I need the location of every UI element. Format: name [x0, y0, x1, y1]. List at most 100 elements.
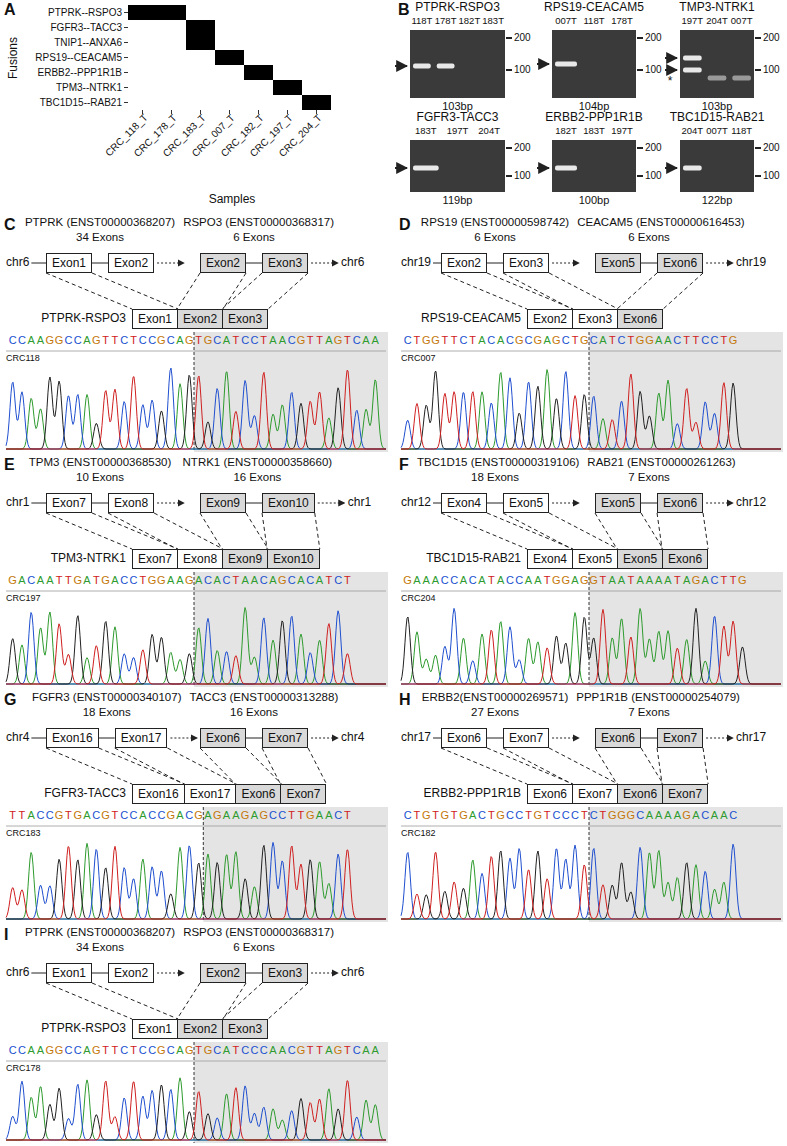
base-letter: A: [250, 809, 259, 822]
exon-label: Exon10: [273, 552, 314, 566]
chromosome-line: [31, 973, 46, 974]
base-letter: C: [352, 1044, 361, 1057]
gel-band: [413, 64, 431, 69]
base-letter: G: [580, 334, 589, 347]
base-letter: A: [175, 1044, 184, 1057]
base-letter: A: [268, 334, 277, 347]
chromosome: chr6: [341, 256, 364, 270]
base-letter: C: [138, 1044, 147, 1057]
chromosome: chr4: [341, 731, 364, 745]
exon-label: Exon2: [206, 966, 240, 980]
band-arrow: [537, 167, 549, 169]
lane-label: 007T: [555, 16, 577, 27]
panel-letter: H: [399, 691, 411, 709]
trace: [401, 851, 781, 919]
mapping-line: [222, 273, 308, 309]
exon-box: Exon2: [200, 963, 246, 983]
lane-label: 204T: [682, 126, 704, 137]
exon-label: Exon8: [114, 496, 148, 510]
base-letter: A: [240, 574, 249, 587]
fusion-cell: [128, 5, 157, 20]
exon-label: Exon6: [663, 496, 697, 510]
exon-count: 10 Exons: [76, 471, 124, 484]
chromosome-line: [31, 263, 46, 264]
base-letter: A: [315, 809, 324, 822]
base-letter: G: [45, 1044, 54, 1057]
base-letter: A: [496, 574, 505, 587]
sequence: TTACCGTGACGTCCACCGACG: [8, 809, 203, 822]
base-letter: C: [505, 574, 514, 587]
mapping-line: [503, 513, 618, 549]
chromosome-line: [31, 503, 46, 504]
base-letter: C: [449, 574, 458, 587]
exon-box: Exon6: [235, 784, 281, 804]
base-letter: G: [608, 809, 617, 822]
base-letter: A: [17, 574, 26, 587]
chromosome: chr6: [6, 256, 29, 270]
gel-band: [683, 166, 702, 171]
exon-box: Exon4: [441, 493, 487, 513]
base-letter: T: [542, 809, 551, 822]
base-letter: C: [333, 574, 342, 587]
trace: [401, 372, 781, 449]
trace: [6, 845, 386, 919]
exon-box: Exon3: [222, 309, 268, 329]
mapping-line: [177, 983, 246, 1019]
gene-name: TBC1D15 (ENST00000319106): [417, 456, 579, 469]
axis-tick: [124, 87, 128, 88]
base-letter: T: [691, 334, 700, 347]
fusion-name: TBC1D15--RAB21: [40, 97, 122, 109]
base-letter: T: [306, 1044, 315, 1057]
exon-box: Exon2: [108, 253, 154, 273]
base-letter: G: [431, 334, 440, 347]
exon-label: Exon1: [138, 312, 172, 326]
exon-label: Exon7: [668, 787, 702, 801]
sequence: TGCATCCTAACGTTAGTCAA: [194, 334, 380, 347]
base-letter: C: [505, 334, 514, 347]
sample-name: CRC197: [6, 593, 41, 603]
exon-label: Exon2: [183, 1022, 217, 1036]
exon-box: Exon16: [132, 784, 185, 804]
panel-letter: D: [399, 216, 411, 234]
lane-label: 197T: [447, 126, 469, 137]
dotted-arrow: [706, 737, 733, 738]
exon-count: 6 Exons: [233, 941, 275, 954]
gene-name: NTRK1 (ENST00000358660): [183, 456, 333, 469]
exon-label: Exon9: [228, 552, 262, 566]
base-letter: A: [36, 334, 45, 347]
base-letter: G: [92, 334, 101, 347]
lane-label: 183T: [583, 126, 605, 137]
dotted-arrow: [706, 262, 733, 263]
exon-label: Exon3: [268, 256, 302, 270]
base-letter: C: [561, 809, 570, 822]
trace: [6, 624, 386, 684]
exon-box: Exon9: [222, 549, 268, 569]
marker-tick: [637, 37, 643, 39]
intron-line: [487, 503, 503, 504]
base-letter: C: [268, 809, 277, 822]
axis-title: Samples: [209, 193, 256, 207]
base-letter: A: [645, 574, 654, 587]
base-letter: T: [296, 809, 305, 822]
exon-label: Exon2: [206, 256, 240, 270]
base-letter: A: [36, 574, 45, 587]
panel-letter: E: [4, 456, 15, 474]
lane-label: 118T: [731, 126, 752, 137]
base-letter: T: [570, 334, 579, 347]
gel-band: [555, 166, 577, 171]
trace: [401, 851, 781, 920]
base-letter: A: [82, 1044, 91, 1057]
dotted-arrow: [552, 262, 579, 263]
base-letter: T: [449, 334, 458, 347]
base-letter: C: [505, 809, 514, 822]
exon-box: Exon6: [527, 784, 573, 804]
exon-box: Exon5: [503, 493, 549, 513]
base-letter: C: [92, 809, 101, 822]
fusion-name: PTPRK--RSPO3: [48, 7, 122, 19]
exon-box: Exon4: [527, 549, 573, 569]
exon-box: Exon6: [657, 253, 703, 273]
marker-size: 100: [645, 64, 662, 76]
base-letter: G: [552, 574, 561, 587]
exon-label: Exon2: [114, 966, 148, 980]
